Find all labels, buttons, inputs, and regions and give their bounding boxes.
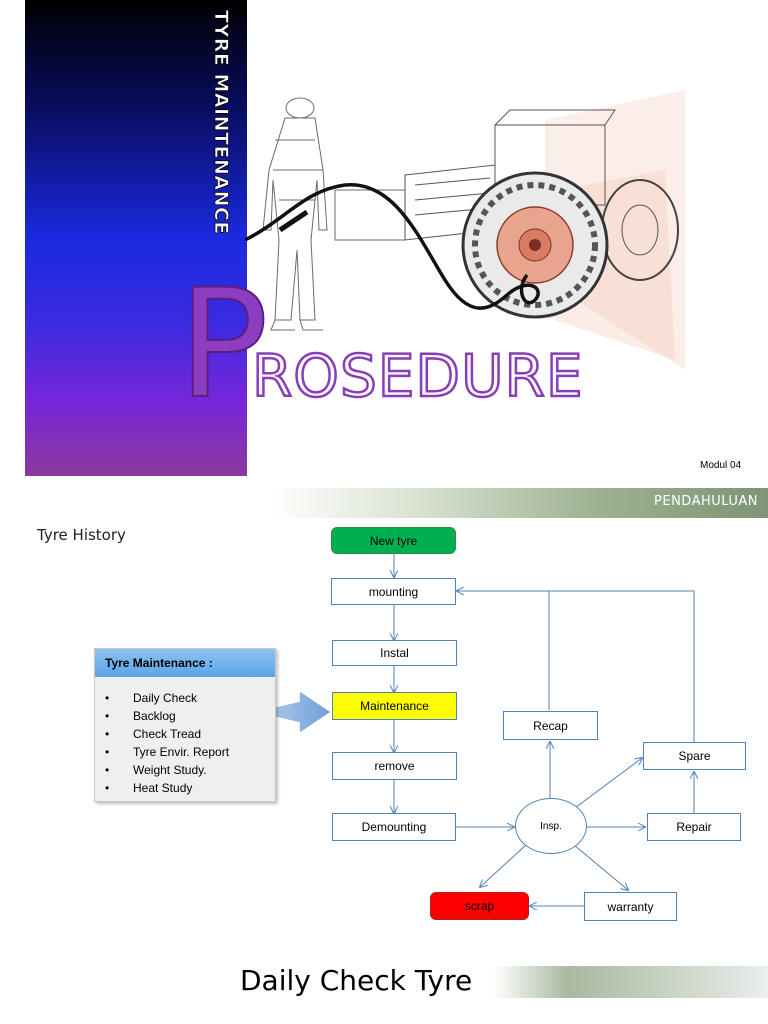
flow-node-spare: Spare — [643, 742, 746, 770]
flow-node-remove: remove — [332, 752, 457, 780]
flow-node-instal: Instal — [332, 640, 457, 666]
flow-node-recap: Recap — [503, 711, 598, 740]
vertical-title: TYRE MAINTENANCE — [210, 10, 233, 236]
flow-node-maintenance: Maintenance — [332, 692, 457, 720]
section-title: Tyre History — [37, 526, 126, 544]
flow-node-warranty: warranty — [584, 892, 677, 921]
flow-node-mounting: mounting — [331, 578, 456, 605]
pointer-arrow — [257, 691, 331, 733]
flow-node-demounting: Demounting — [332, 813, 456, 841]
band-label: PENDAHULUAN — [654, 494, 758, 509]
list-item: •Daily Check — [105, 691, 198, 705]
flow-node-scrap: scrap — [430, 892, 529, 920]
footer-band — [240, 966, 768, 998]
module-label: Modul 04 — [700, 460, 742, 471]
flow-connectors — [257, 554, 768, 960]
title-initial: P — [177, 258, 269, 432]
flow-node-new-tyre: New tyre — [331, 527, 456, 554]
section-band: PENDAHULUAN — [270, 488, 768, 518]
title-rest: ROSEDURE — [251, 342, 584, 410]
gradient-sidebar — [25, 0, 247, 476]
maintenance-callout-title: Tyre Maintenance : — [95, 649, 275, 677]
list-item: •Weight Study. — [105, 763, 207, 777]
flow-node-repair: Repair — [647, 813, 741, 841]
maintenance-list: •Daily Check •Backlog •Check Tread •Tyre… — [95, 689, 275, 797]
cover-slide: TYRE MAINTENANCE — [0, 0, 768, 480]
footer-title: Daily Check Tyre — [240, 964, 473, 997]
list-item: •Heat Study — [105, 781, 193, 795]
tyre-history-slide: PENDAHULUAN Tyre History — [0, 480, 768, 960]
list-item: •Tyre Envir. Report — [105, 745, 230, 759]
maintenance-callout: Tyre Maintenance : •Daily Check •Backlog… — [94, 648, 276, 802]
tractor-mechanic-illustration — [245, 90, 685, 370]
list-item: •Check Tread — [105, 727, 202, 741]
flow-node-inspection: Insp. — [515, 798, 587, 854]
list-item: •Backlog — [105, 709, 176, 723]
